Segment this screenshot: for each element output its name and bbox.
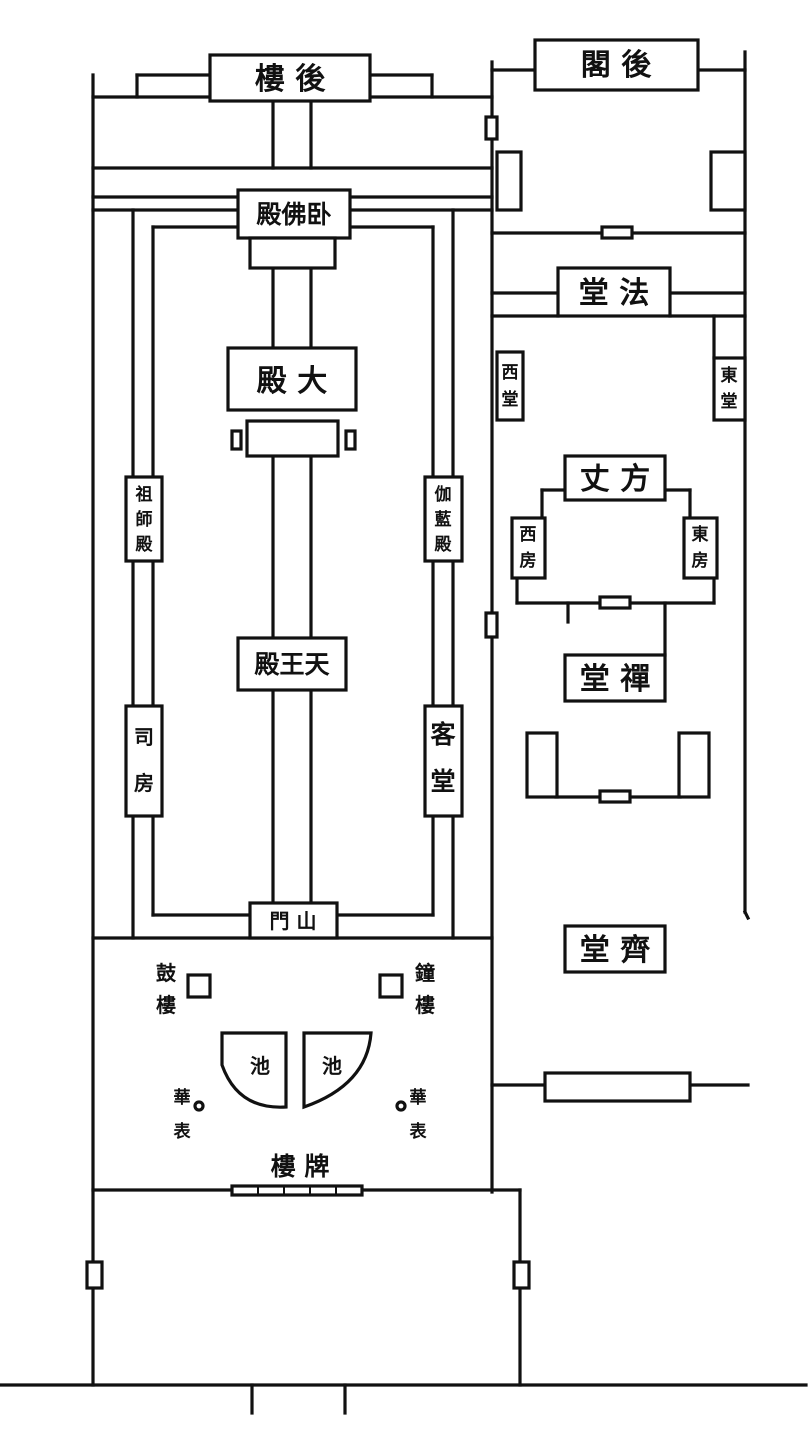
west-room: [510, 516, 547, 580]
east-hall-label-1: 東: [721, 365, 738, 386]
buildings: 樓 後 閣 後 殿佛卧 堂 法 殿 大 西 堂 東 堂 祖 師 殿 伽 藍 殿: [124, 38, 747, 1197]
pond-right-label: 池: [322, 1054, 342, 1078]
pond-left: [220, 1031, 288, 1109]
flagpole-right-label-1: 華: [410, 1088, 427, 1108]
heavenly-kings-hall: [236, 636, 348, 692]
flagpole-left-label-2: 表: [174, 1121, 192, 1142]
patriarch-hall-label-1: 祖: [135, 484, 153, 505]
sangharama-hall-label-3: 殿: [434, 535, 453, 555]
archway: [230, 1184, 364, 1197]
archway-label: 樓 牌: [271, 1152, 330, 1181]
flagpole-left-label-1: 華: [174, 1088, 191, 1108]
flagpole-left-marker: [193, 1100, 205, 1112]
guest-hall-label-1: 客: [430, 720, 455, 749]
rear-pavilion: [533, 38, 700, 92]
rear-tower-label: 樓 後: [255, 62, 326, 97]
office-room-label-2: 房: [134, 771, 154, 795]
bell-tower: [378, 973, 404, 999]
east-hall: [712, 356, 747, 422]
office-room: [124, 704, 164, 818]
meditation-hall-label: 堂 禪: [580, 662, 650, 697]
sangharama-hall-label-2: 藍: [435, 509, 452, 530]
sangharama-hall: [423, 475, 464, 563]
east-room-label-1: 東: [692, 524, 709, 545]
great-hall: [226, 346, 358, 412]
bell-tower-label-2: 樓: [415, 993, 435, 1017]
meditation-hall: [563, 653, 667, 703]
heavenly-kings-hall-label: 殿王天: [253, 650, 329, 679]
patriarch-hall-label-2: 師: [136, 509, 153, 530]
flagpole-right-marker: [395, 1100, 407, 1112]
abbot-quarters: [563, 454, 667, 502]
drum-tower-label-1: 鼓: [156, 961, 177, 985]
great-hall-label: 殿 大: [257, 364, 327, 399]
reclining-buddha-hall-label: 殿佛卧: [255, 200, 331, 229]
dharma-hall-label: 堂 法: [579, 276, 649, 311]
east-room-label-2: 房: [692, 550, 709, 571]
meditation-west-side-room: [525, 731, 559, 799]
east-room: [682, 516, 719, 580]
pond-left-label: 池: [250, 1054, 270, 1078]
west-room-label-1: 西: [520, 525, 537, 545]
flagpole-right-label-2: 表: [410, 1121, 428, 1142]
patriarch-hall: [124, 475, 164, 563]
dining-hall-label: 堂 齊: [580, 933, 650, 968]
great-hall-platform: [245, 419, 340, 458]
guest-hall: [423, 704, 464, 818]
rear-tower: [208, 53, 372, 103]
dharma-hall: [556, 266, 672, 318]
west-hall-label-1: 西: [502, 363, 519, 383]
sangharama-hall-label-1: 伽: [435, 484, 452, 505]
mountain-gate-label: 門 山: [270, 909, 317, 933]
mountain-gate: [248, 901, 339, 940]
bell-tower-label-1: 鐘: [415, 961, 435, 985]
west-room-label-2: 房: [520, 550, 537, 571]
drum-tower: [186, 973, 212, 999]
rear-pavilion-label: 閣 後: [581, 48, 652, 83]
west-hall-label-2: 堂: [502, 389, 519, 410]
guest-hall-label-2: 堂: [430, 767, 455, 796]
gate-markers: [85, 115, 747, 1290]
east-long-building: [543, 1071, 692, 1103]
meditation-east-side-room: [677, 731, 711, 799]
dining-hall: [563, 924, 667, 974]
office-room-label-1: 司: [134, 725, 154, 749]
east-hall-label-2: 堂: [721, 391, 738, 412]
drum-tower-label-2: 樓: [156, 993, 176, 1017]
pond-right: [302, 1031, 373, 1110]
west-hall: [495, 350, 525, 422]
reclining-buddha-annex: [248, 236, 337, 270]
patriarch-hall-label-3: 殿: [135, 535, 154, 555]
abbot-quarters-label: 丈 方: [580, 462, 650, 497]
